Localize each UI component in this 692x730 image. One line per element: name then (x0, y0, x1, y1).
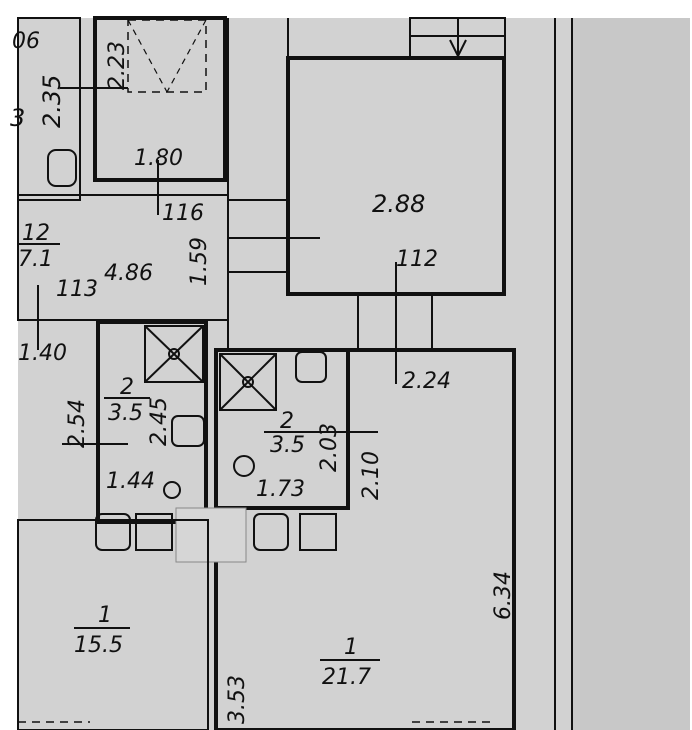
dashed-diag-2 (166, 19, 207, 93)
label-06: 06 (12, 29, 40, 54)
stove-left (135, 513, 173, 551)
label-634: 6.34 (491, 571, 516, 620)
sink-left (163, 481, 181, 499)
right-panel (572, 18, 690, 730)
label-3: 3 (10, 104, 25, 132)
label-35b: 3.5 (270, 433, 305, 458)
shower-right-drain (242, 376, 254, 388)
shower-right-diag-2 (219, 353, 277, 411)
label-223: 2.23 (105, 41, 130, 90)
label-245: 2.45 (147, 397, 172, 446)
toilet-left (171, 415, 205, 447)
label-144: 1.44 (106, 469, 155, 494)
label-180: 1.80 (134, 146, 183, 171)
label-254: 2.54 (65, 399, 90, 448)
bathroom-right (214, 348, 350, 510)
label-12: 12 (22, 221, 50, 246)
stove-right (299, 513, 337, 551)
shower-left-drain (168, 348, 180, 360)
label-235: 2.35 (38, 75, 66, 128)
room-top-left (17, 17, 81, 201)
label-159: 1.59 (187, 237, 212, 286)
label-1b: 1 (344, 635, 358, 660)
fixture-toilet-top-left (47, 149, 77, 187)
label-1a: 1 (98, 603, 112, 628)
label-2a: 2 (120, 375, 134, 400)
bathroom-left (96, 320, 208, 524)
toilet-right (295, 351, 327, 383)
label-173: 1.73 (256, 477, 305, 502)
label-71: 7.1 (18, 247, 53, 272)
label-210: 2.10 (359, 451, 384, 500)
label-113: 113 (56, 277, 98, 302)
counter-panel (175, 507, 247, 563)
label-35a: 3.5 (108, 401, 143, 426)
dashed-diag-1 (127, 19, 168, 93)
label-217: 21.7 (322, 665, 371, 690)
room-left-lower (17, 519, 209, 730)
label-116: 116 (162, 201, 204, 226)
label-224: 2.24 (402, 369, 451, 394)
sink-right (233, 455, 255, 477)
label-203: 2.03 (317, 423, 342, 472)
sink-kitchen-left (95, 513, 131, 551)
label-140: 1.40 (18, 341, 67, 366)
shower-left (144, 325, 204, 383)
label-288: 2.88 (372, 190, 425, 218)
label-2b: 2 (280, 409, 294, 434)
label-112: 112 (396, 247, 438, 272)
shower-left-diag-2 (144, 325, 204, 383)
stair-arrow-head (449, 39, 467, 59)
sink-kitchen-right (253, 513, 289, 551)
label-155: 15.5 (74, 633, 123, 658)
shower-right (219, 353, 277, 411)
label-486: 4.86 (104, 261, 153, 286)
label-353: 3.53 (225, 675, 250, 724)
